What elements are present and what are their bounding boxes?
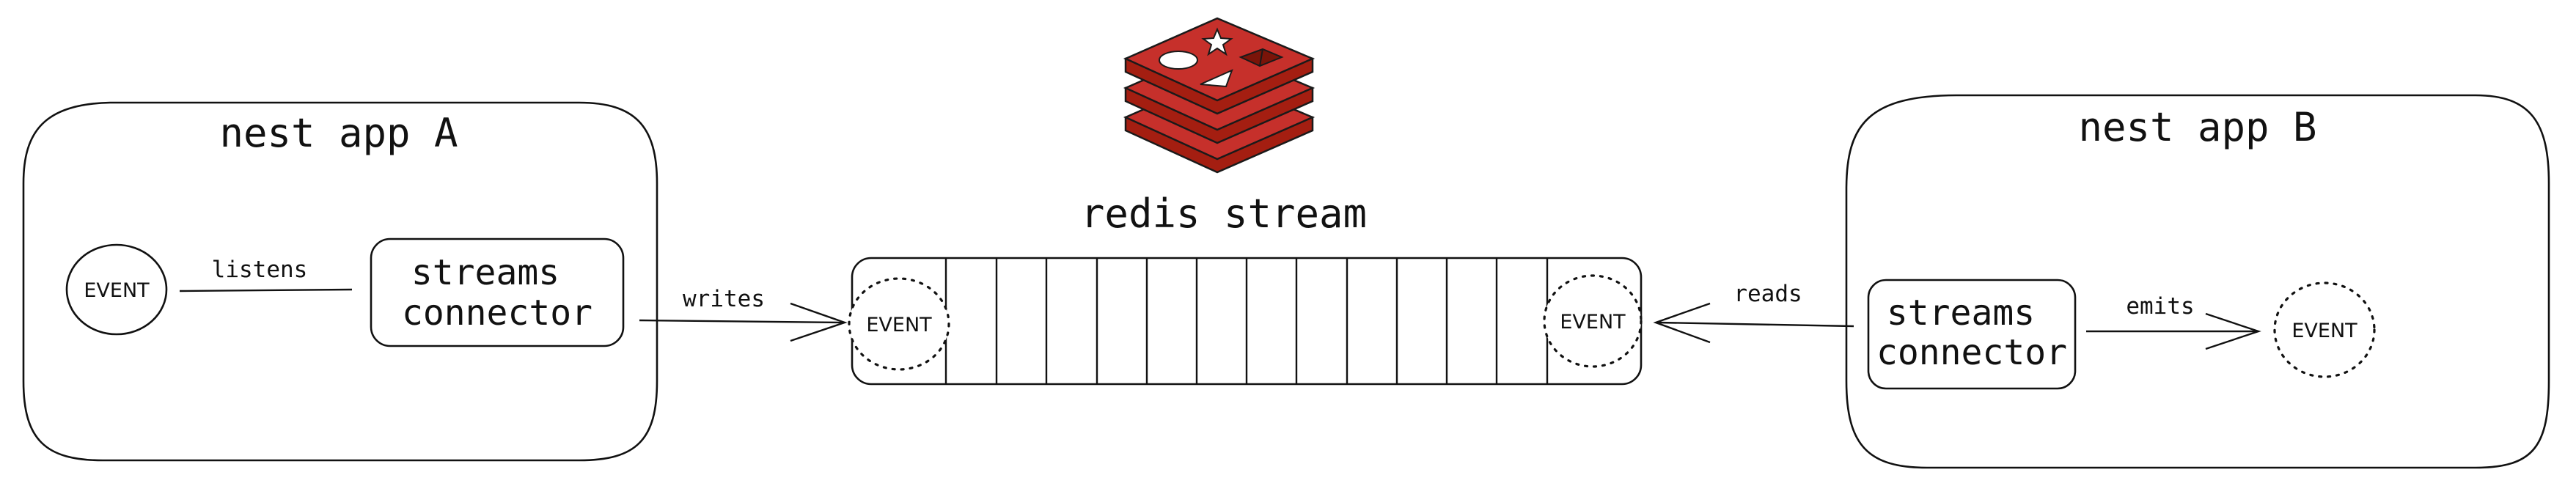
- nest-app-a: nest app A EVENT listens streams connect…: [22, 101, 658, 462]
- reads-edge: reads: [1653, 281, 1854, 344]
- app-b-connector-line1: streams: [1887, 292, 2035, 334]
- emits-label: emits: [2126, 293, 2194, 320]
- nest-app-a-container: [22, 101, 658, 462]
- app-a-connector-line2: connector: [402, 292, 592, 334]
- redis-logo-icon: [1123, 17, 1315, 174]
- app-a-streams-connector: [370, 238, 625, 347]
- nest-app-b-title: nest app B: [2078, 104, 2316, 150]
- app-a-event-node: [65, 243, 168, 336]
- app-b-streams-connector: [1867, 279, 2077, 390]
- reads-label: reads: [1733, 281, 1802, 307]
- nest-app-a-title: nest app A: [219, 110, 458, 156]
- stream-first-event-node: [848, 277, 950, 371]
- stream-first-event-label: EVENT: [866, 314, 932, 336]
- listens-edge: [179, 288, 353, 292]
- app-a-event-label: EVENT: [84, 279, 150, 302]
- nest-app-b: nest app B streams connector emits EVENT: [1845, 94, 2550, 469]
- writes-edge: writes: [639, 286, 848, 342]
- stream-last-event-node: [1543, 274, 1643, 368]
- writes-label: writes: [683, 286, 765, 312]
- app-b-connector-line2: connector: [1876, 332, 2067, 373]
- redis-stream: EVENT EVENT: [848, 257, 1643, 386]
- app-a-connector-line1: streams: [411, 252, 559, 293]
- listens-label: listens: [212, 257, 308, 283]
- app-b-event-node: [2273, 281, 2376, 378]
- stream-last-event-label: EVENT: [1560, 311, 1626, 334]
- nest-app-b-container: [1845, 94, 2550, 469]
- app-b-event-label: EVENT: [2291, 320, 2357, 342]
- redis-stream-title: redis stream: [1081, 191, 1367, 237]
- stream-cell-dividers: [944, 258, 1549, 384]
